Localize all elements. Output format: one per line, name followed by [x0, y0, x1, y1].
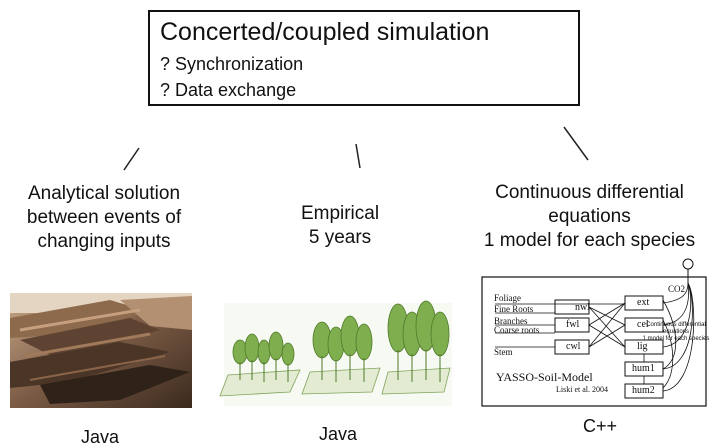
input-coarse-roots: Coarse roots: [494, 325, 540, 335]
column-right-line-1: Continuous differential: [495, 182, 684, 203]
overlay-line-3: 1 model for each species: [642, 336, 710, 342]
overlay-line-1: Continuous differential: [646, 322, 706, 328]
litter-nwl: nwl: [575, 302, 590, 313]
soil-model-title: YASSO-Soil-Model: [496, 370, 593, 384]
top-box: Concerted/coupled simulation ? Synchroni…: [148, 10, 580, 106]
top-box-item-data-exchange: ? Data exchange: [160, 80, 297, 100]
litter-cwl: cwl: [566, 341, 581, 352]
top-box-title: Concerted/coupled simulation: [160, 18, 490, 46]
column-middle-line-2: 5 years: [308, 227, 372, 248]
pool-lig: lig: [637, 341, 648, 352]
column-left-line-2: between events of: [26, 207, 182, 228]
forest-stands-image: [219, 300, 452, 406]
column-right-line-3: 1 model for each species: [483, 230, 696, 251]
connector-left: [123, 147, 140, 171]
input-fine-roots: Fine Roots: [494, 304, 534, 314]
connector-middle: [355, 143, 361, 169]
input-stem: Stem: [494, 347, 513, 357]
pool-hum1: hum1: [632, 363, 655, 374]
pool-hum2: hum2: [632, 385, 655, 396]
input-branches: Branches: [494, 316, 528, 326]
column-left-line-1: Analytical solution: [27, 183, 181, 204]
overlay-line-2: equations: [662, 329, 690, 335]
language-left: Java: [80, 427, 120, 447]
input-foliage: Foliage: [494, 293, 521, 303]
column-middle-label: Empirical 5 years: [270, 202, 410, 250]
column-left-label: Analytical solution between events of ch…: [4, 182, 204, 254]
pool-cel: cel: [637, 319, 649, 330]
column-right-label: Continuous differential equations 1 mode…: [460, 181, 719, 253]
wood-photo: [10, 293, 192, 408]
language-right: C++: [582, 416, 618, 436]
pool-ext: ext: [637, 297, 650, 308]
language-middle: Java: [318, 424, 358, 444]
yasso-model-diagram: [481, 258, 707, 407]
column-left-line-3: changing inputs: [37, 231, 171, 252]
top-box-item-synchronization: ? Synchronization: [160, 54, 304, 74]
soil-model-citation: Liski et al. 2004: [556, 385, 608, 394]
overlay-caption: Continuous differential equations 1 mode…: [636, 322, 716, 343]
litter-fwl: fwl: [566, 319, 580, 330]
column-right-line-2: equations: [548, 206, 631, 227]
column-middle-line-1: Empirical: [300, 203, 380, 224]
co2-label: CO2: [668, 284, 686, 294]
connector-right: [563, 126, 589, 161]
